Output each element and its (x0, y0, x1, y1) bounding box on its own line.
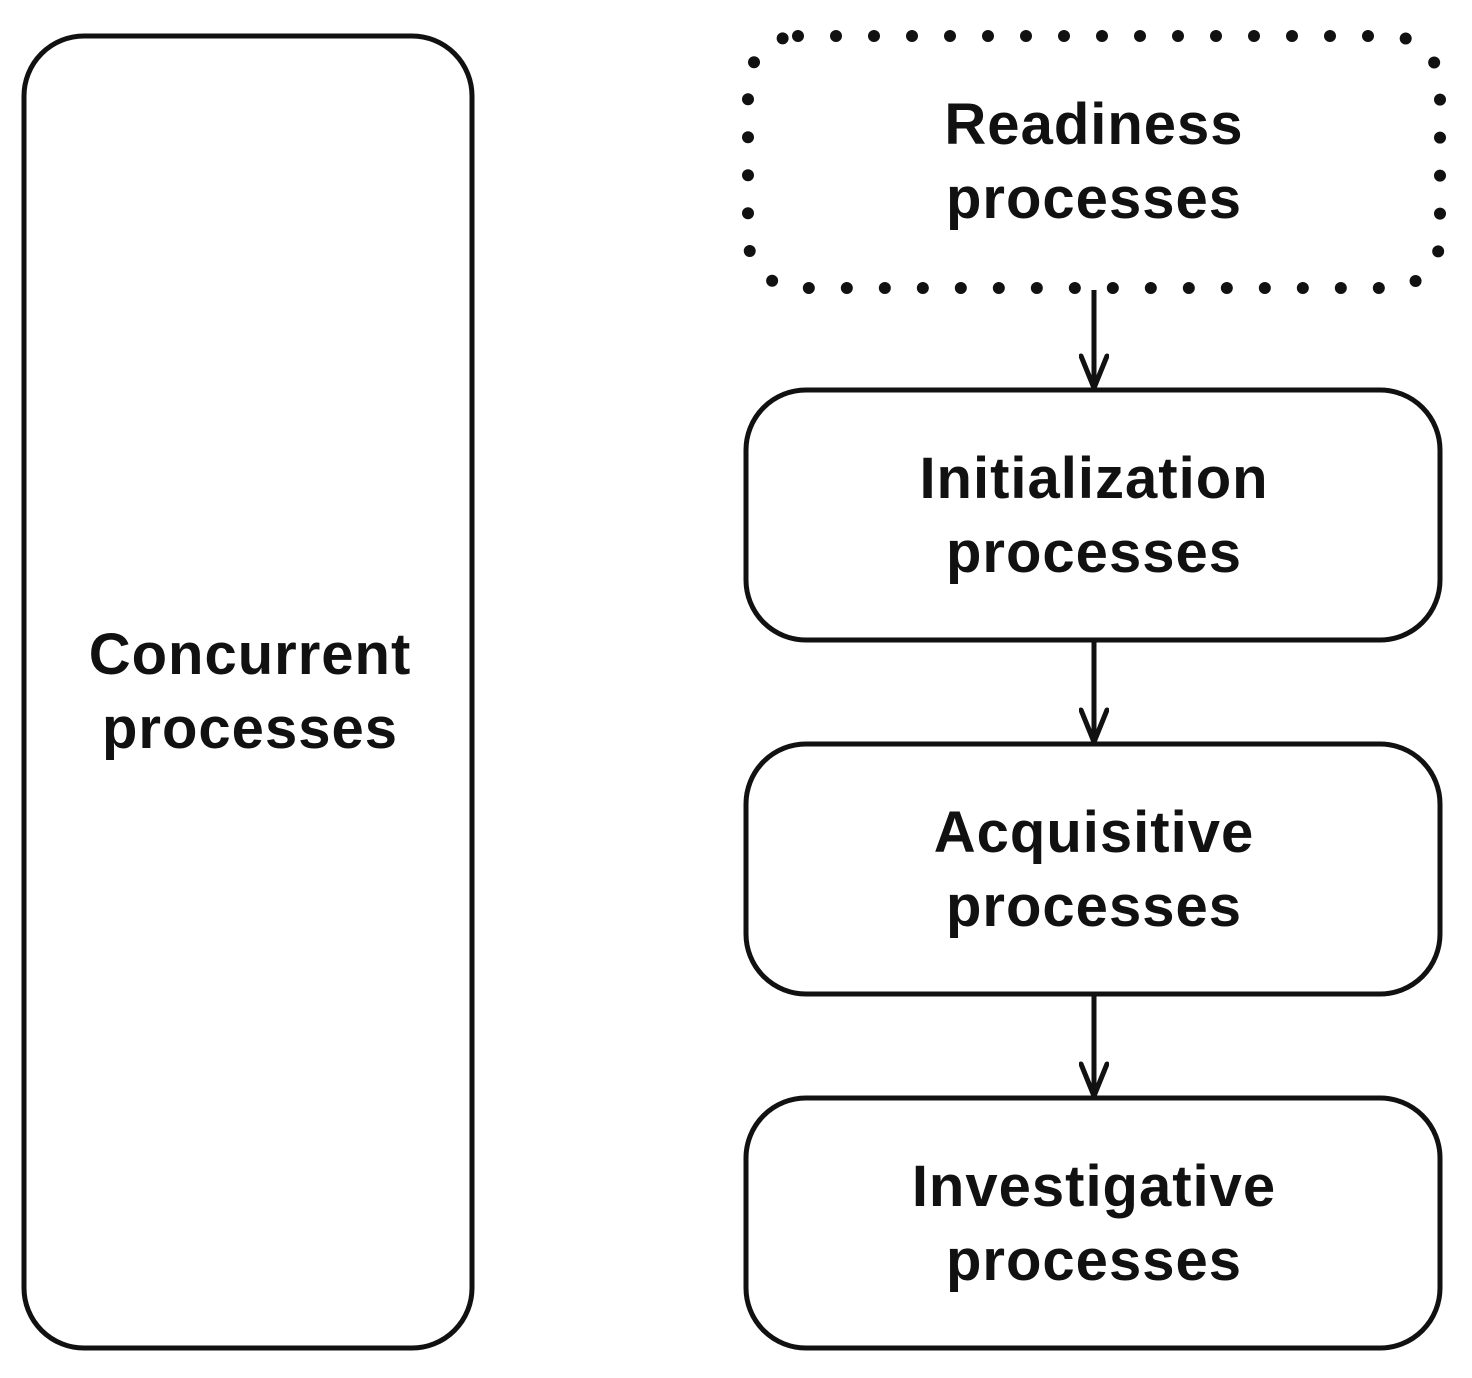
investigative-processes-node: Investigative processes (743, 1095, 1443, 1351)
initialization-processes-label-line1: Initialization (919, 446, 1268, 511)
readiness-processes-label-line2: processes (946, 166, 1242, 231)
acquisitive-processes-label-line1: Acquisitive (934, 800, 1254, 865)
investigative-processes-label-line1: Investigative (912, 1154, 1276, 1219)
concurrent-processes-node: Concurrent processes (21, 33, 475, 1351)
acquisitive-processes-node: Acquisitive processes (743, 741, 1443, 997)
readiness-processes-node: Readiness processes (742, 30, 1446, 294)
investigative-processes-box (743, 1095, 1443, 1351)
initialization-processes-label-line2: processes (946, 520, 1242, 585)
readiness-processes-box (742, 30, 1446, 294)
concurrent-processes-label-line1: Concurrent (89, 622, 412, 687)
readiness-processes-label-line1: Readiness (944, 92, 1243, 157)
investigative-processes-label-line2: processes (946, 1228, 1242, 1293)
concurrent-processes-label-line2: processes (102, 696, 398, 761)
initialization-processes-box (743, 387, 1443, 643)
acquisitive-processes-label-line2: processes (946, 874, 1242, 939)
initialization-processes-node: Initialization processes (743, 387, 1443, 643)
concurrent-processes-box (21, 33, 475, 1351)
acquisitive-processes-box (743, 741, 1443, 997)
